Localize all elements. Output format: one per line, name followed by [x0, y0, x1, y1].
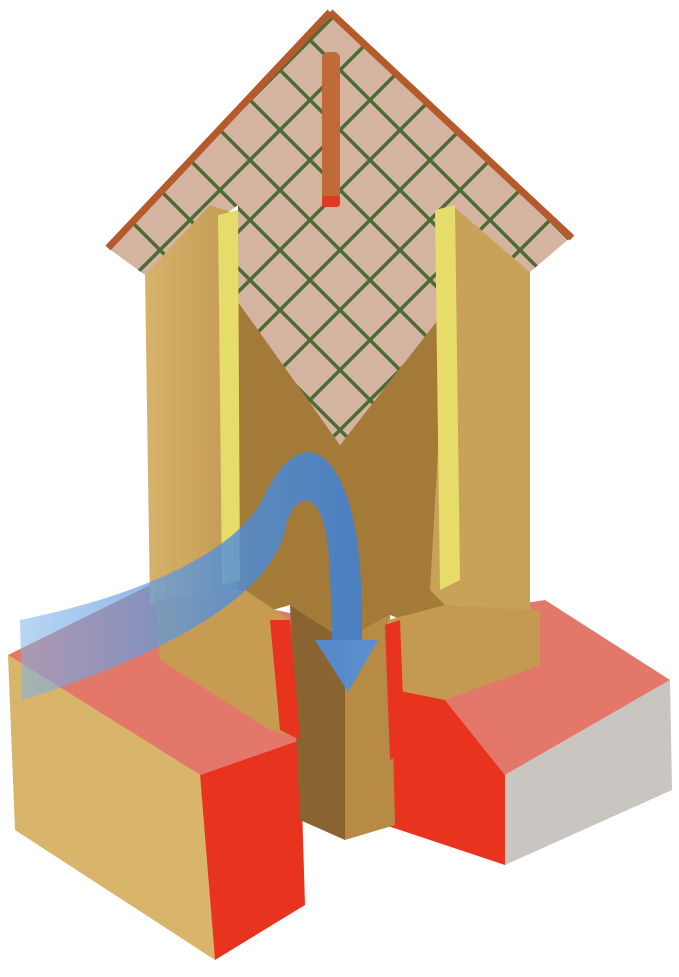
- ventilation-rod-tip: [322, 196, 340, 207]
- base-left-red-side-face: [200, 740, 305, 960]
- ventilation-rod: [322, 52, 340, 207]
